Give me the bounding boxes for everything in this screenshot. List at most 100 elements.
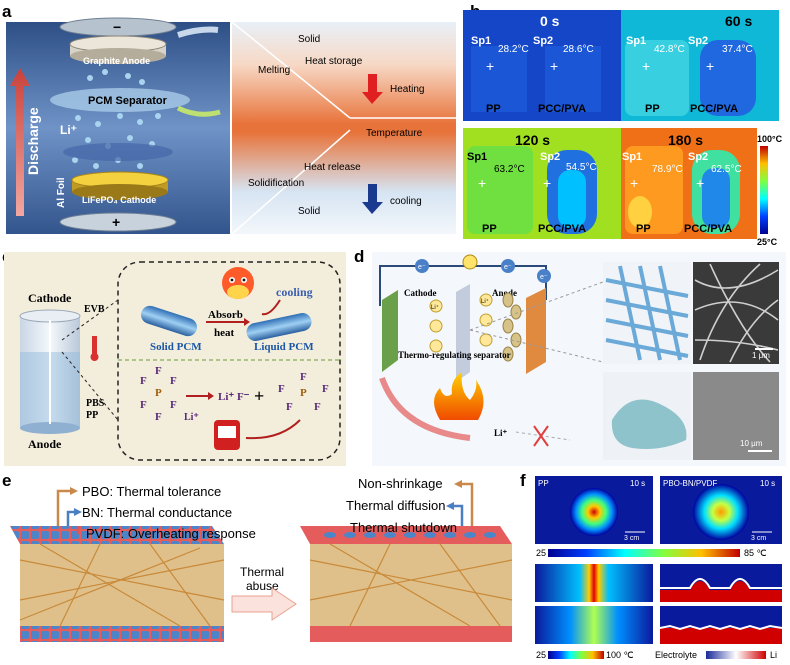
curved-arrow-top bbox=[177, 26, 219, 38]
time-label-2: 10 s bbox=[760, 479, 775, 488]
svg-text:P: P bbox=[155, 387, 162, 399]
left-sample: PP bbox=[645, 103, 660, 115]
electron-label: e⁻ bbox=[504, 264, 512, 271]
left-sample: PP bbox=[486, 103, 501, 115]
colorbar-2-max: 100 ℃ bbox=[606, 650, 634, 660]
mechanism-box bbox=[117, 261, 341, 461]
svg-text:F: F bbox=[286, 401, 293, 413]
sp1-temp: 63.2°C bbox=[494, 164, 525, 175]
heating-arrow-icon bbox=[362, 92, 383, 104]
sp1-label: Sp1 bbox=[471, 35, 491, 47]
separator-fiber-layer-left bbox=[20, 544, 224, 626]
sp2-temp: 54.5°C bbox=[566, 162, 597, 173]
panel-d: d e⁻ e⁻ e⁻ Cathode Anode Li⁺ Li⁺ Thermo-… bbox=[354, 247, 786, 466]
cooling-label: cooling bbox=[390, 196, 422, 207]
solidification-label: Solidification bbox=[248, 178, 304, 189]
separator-plate bbox=[456, 284, 470, 382]
heating-arrow-body bbox=[368, 74, 377, 92]
pp-label: PP bbox=[86, 410, 98, 421]
plus-sign: + bbox=[112, 214, 120, 230]
sem-scale-1: 1 μm bbox=[752, 351, 770, 360]
panel-a: a Discharge Al Foil − Graphite Anode PCM… bbox=[2, 2, 456, 235]
cathode-label: Cathode bbox=[404, 288, 437, 298]
thermal-abuse-label-2: abuse bbox=[246, 579, 279, 593]
panel-b: b 0 s Sp1 28.2°C Sp2 28.6°C + + PP PCC/P… bbox=[463, 2, 783, 247]
anode-particles bbox=[502, 292, 522, 362]
pcm-separator-disc bbox=[50, 88, 190, 112]
lightbulb-icon bbox=[462, 254, 478, 270]
thermal-abuse-arrow-icon bbox=[231, 587, 297, 621]
simulation-map-pbo bbox=[535, 606, 653, 644]
thermal-abuse-label-1: Thermal bbox=[240, 565, 284, 579]
li-label: Li⁺ bbox=[431, 304, 439, 311]
panel-letter-d: d bbox=[354, 247, 364, 266]
separator-top-layer bbox=[10, 526, 224, 544]
solid-top-label: Solid bbox=[298, 34, 320, 45]
electron-label: e⁻ bbox=[418, 264, 426, 271]
line-upper bbox=[231, 21, 351, 119]
solid-pcm-label: Solid PCM bbox=[150, 341, 202, 353]
separator-label: Thermo-regulating separator bbox=[398, 350, 511, 360]
thermal-frame-60s: 60 s Sp1 42.8°C Sp2 37.4°C + + PP PCC/PV… bbox=[621, 10, 779, 121]
phase-change-diagram bbox=[232, 22, 456, 234]
plus-sign: + bbox=[254, 386, 264, 406]
solid-bottom-label: Solid bbox=[298, 206, 320, 217]
svg-text:+: + bbox=[543, 175, 551, 191]
thermometer-icon bbox=[92, 336, 97, 354]
discharge-arrow-icon bbox=[10, 68, 30, 216]
separator-fiber-layer-right bbox=[310, 544, 512, 626]
right-sample: PCC/PVA bbox=[684, 223, 732, 235]
electrolyte-label: Electrolyte bbox=[655, 650, 697, 660]
sem-image-film bbox=[693, 372, 779, 460]
discharge-label: Discharge bbox=[25, 107, 41, 175]
scale-min: 25°C bbox=[757, 237, 778, 247]
left-sample: PP bbox=[636, 223, 651, 235]
svg-text:F: F bbox=[322, 383, 329, 395]
li-label: Li⁺ bbox=[481, 298, 489, 305]
sp2-temp: 37.4°C bbox=[722, 44, 753, 55]
svg-text:F: F bbox=[314, 401, 321, 413]
heating-label: Heating bbox=[390, 84, 424, 95]
scale-label-1: 3 cm bbox=[624, 535, 639, 542]
heat-label: heat bbox=[214, 327, 235, 339]
solid-pcm-tube bbox=[140, 305, 198, 337]
thermal-shutdown-label: Thermal shutdown bbox=[350, 520, 457, 535]
al-foil-label: Al Foil bbox=[56, 177, 67, 208]
liquid-pcm-tube bbox=[246, 313, 312, 341]
anode-plate bbox=[526, 288, 546, 374]
sp1-label: Sp1 bbox=[626, 35, 646, 47]
svg-text:P: P bbox=[300, 387, 307, 399]
sp2-label: Sp2 bbox=[688, 151, 708, 163]
colorbar-2 bbox=[548, 651, 604, 659]
right-sample: PCC/PVA bbox=[538, 103, 586, 115]
bn-label: BN: Thermal conductance bbox=[82, 505, 232, 520]
cooling-arrow-body bbox=[368, 184, 377, 202]
anode-disc-bottom bbox=[70, 48, 166, 64]
svg-text:F: F bbox=[300, 371, 307, 383]
thermal-frame-0s: 0 s Sp1 28.2°C Sp2 28.6°C + + PP PCC/PVA bbox=[463, 10, 621, 121]
cathode-label: LiFePO₄ Cathode bbox=[82, 195, 156, 205]
svg-text:+: + bbox=[642, 58, 650, 74]
svg-text:F: F bbox=[140, 375, 147, 387]
anode-label: Anode bbox=[492, 288, 517, 298]
electron-label: e⁻ bbox=[540, 274, 548, 281]
panel-letter-e: e bbox=[2, 471, 11, 490]
pf5-molecule: F F P F F F bbox=[278, 371, 329, 413]
panel-letter-f: f bbox=[520, 471, 526, 490]
thermal-scale-bar bbox=[760, 146, 768, 234]
absorb-label: Absorb bbox=[208, 309, 243, 321]
frame-time: 180 s bbox=[668, 132, 703, 148]
heat-release-label: Heat release bbox=[304, 162, 361, 173]
right-sample: PCC/PVA bbox=[690, 103, 738, 115]
svg-text:+: + bbox=[478, 175, 486, 191]
curved-arrow-green bbox=[176, 105, 221, 117]
svg-text:F: F bbox=[155, 365, 162, 377]
frame-time: 120 s bbox=[515, 132, 550, 148]
li-foil-disc bbox=[63, 143, 173, 161]
scale-max: 100°C bbox=[757, 134, 783, 144]
minus-sign: − bbox=[113, 19, 121, 35]
li-label: Li bbox=[770, 650, 777, 660]
anode-label: Anode bbox=[28, 437, 62, 451]
sp2-label: Sp2 bbox=[688, 35, 708, 47]
pf6-molecule: F F F P F F F bbox=[140, 365, 177, 423]
